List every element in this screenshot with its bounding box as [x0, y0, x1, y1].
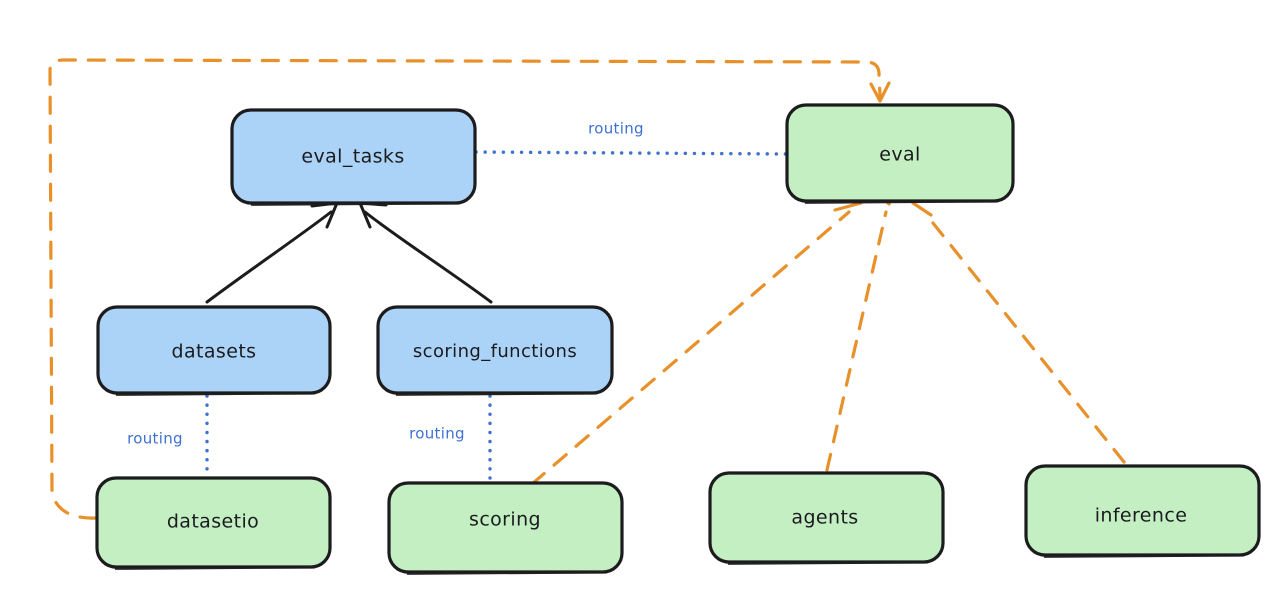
edge-datasetio-eval-line	[48, 58, 882, 520]
edge-agents-eval-line	[825, 210, 888, 472]
edge-datasetio-eval-arrowhead	[869, 81, 891, 103]
node-scoring[interactable]: scoring	[387, 481, 624, 575]
node-inference-label: inference	[1095, 505, 1188, 527]
node-inference-underline	[1043, 553, 1245, 558]
edge-scoring_functions-eval_tasks-line	[363, 210, 493, 304]
edge-label-routing-eval: routing	[588, 120, 644, 138]
node-scoring-underline	[406, 570, 608, 575]
edge-datasets-datasetio: routing	[127, 394, 209, 478]
node-datasets-label: datasets	[172, 341, 257, 363]
node-eval-underline	[804, 199, 999, 204]
edge-label-routing-datasetio: routing	[127, 430, 183, 448]
node-datasetio[interactable]: datasetio	[95, 476, 332, 570]
edge-datasetio-eval	[48, 58, 891, 520]
edge-datasets-eval_tasks-line	[205, 210, 333, 304]
edge-agents-eval	[825, 186, 898, 472]
edge-inference-eval-line	[923, 211, 1126, 464]
node-scoring-functions-label: scoring_functions	[413, 341, 577, 362]
edge-scoring_functions-scoring: routing	[409, 394, 492, 483]
node-agents-label: agents	[791, 507, 858, 529]
node-agents[interactable]: agents	[708, 471, 945, 565]
node-scoring-functions-underline	[395, 391, 598, 396]
node-scoring-functions[interactable]: scoring_functions	[376, 305, 614, 396]
node-datasetio-label: datasetio	[167, 511, 259, 533]
edge-scoring_functions-eval_tasks	[358, 201, 493, 304]
node-eval-tasks-underline	[250, 201, 460, 206]
node-datasets-underline	[115, 391, 316, 396]
node-eval-tasks[interactable]: eval_tasks	[230, 108, 477, 206]
node-datasetio-underline	[114, 565, 316, 570]
edge-datasets-eval_tasks	[205, 201, 339, 304]
edge-eval_tasks-eval-line	[474, 150, 788, 156]
edge-scoring-eval-line	[530, 210, 851, 486]
node-agents-underline	[727, 560, 929, 565]
node-scoring-label: scoring	[469, 509, 541, 531]
edge-inference-eval	[911, 188, 1126, 464]
node-inference[interactable]: inference	[1024, 464, 1261, 558]
edge-label-routing-scoring: routing	[409, 425, 465, 443]
node-eval[interactable]: eval	[785, 103, 1015, 204]
edge-eval_tasks-eval: routing	[474, 120, 788, 156]
node-datasets[interactable]: datasets	[96, 305, 332, 396]
node-eval-label: eval	[879, 144, 920, 166]
node-eval-tasks-label: eval_tasks	[301, 146, 404, 168]
